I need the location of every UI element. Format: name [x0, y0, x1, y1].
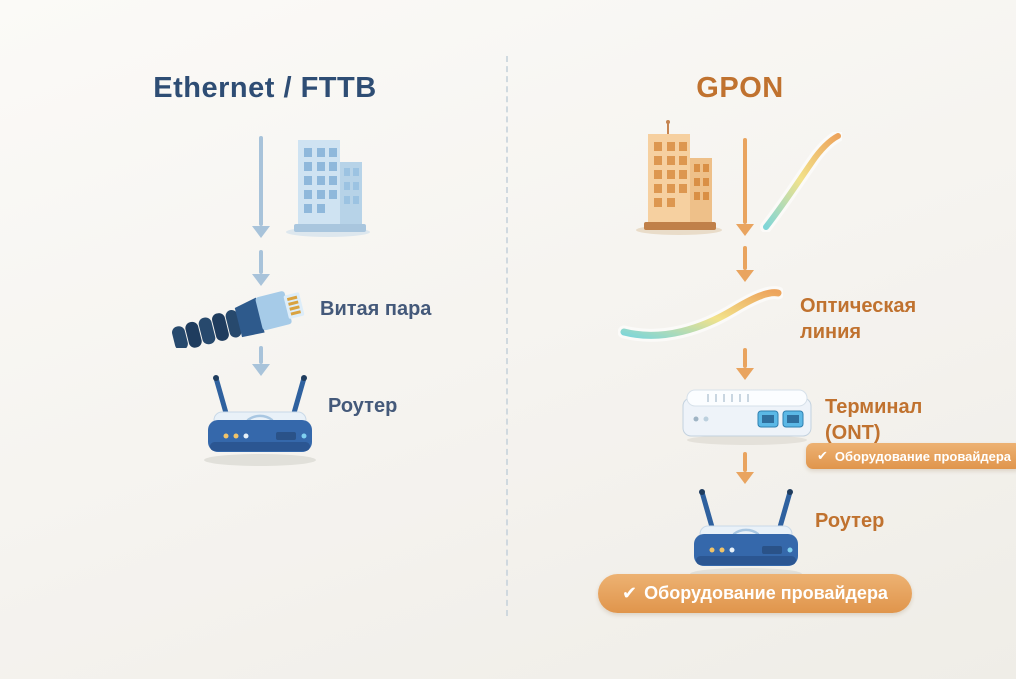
- down-arrow-icon: [736, 246, 754, 282]
- optical-line-label: Оптическая линия: [800, 295, 917, 343]
- down-arrow-icon: [252, 250, 270, 286]
- provider-equipment-badge: ✔ Оборудование провайдера: [598, 574, 912, 613]
- down-arrow-icon: [736, 348, 754, 380]
- left-column-title: Ethernet / FTTB: [153, 72, 377, 104]
- router-icon: [678, 486, 814, 581]
- cable-label: Витая пара: [320, 298, 432, 320]
- down-arrow-icon: [736, 452, 754, 484]
- ont-terminal-icon: [676, 382, 818, 446]
- fiber-swoosh-icon: [756, 132, 842, 232]
- provider-equipment-badge: ✔ Оборудование провайдера: [806, 443, 1016, 469]
- router-icon: [192, 372, 328, 467]
- router-label: Роутер: [328, 395, 398, 417]
- check-icon: ✔: [817, 448, 828, 463]
- check-icon: ✔: [622, 583, 638, 603]
- building-icon: [282, 134, 374, 238]
- down-arrow-icon: [252, 346, 270, 376]
- down-arrow-icon: [736, 138, 754, 236]
- ethernet-cable-icon: [168, 280, 320, 348]
- optical-line-icon: [618, 284, 783, 346]
- right-column-title: GPON: [696, 72, 784, 104]
- router-label: Роутер: [815, 510, 885, 532]
- terminal-label: Терминал (ONT): [825, 396, 923, 444]
- provider-equipment-badge-label: Оборудование провайдера: [834, 448, 1012, 464]
- provider-equipment-badge-label: Оборудование провайдера: [644, 583, 888, 603]
- building-icon: [632, 120, 726, 236]
- down-arrow-icon: [252, 136, 270, 238]
- divider: [506, 56, 508, 616]
